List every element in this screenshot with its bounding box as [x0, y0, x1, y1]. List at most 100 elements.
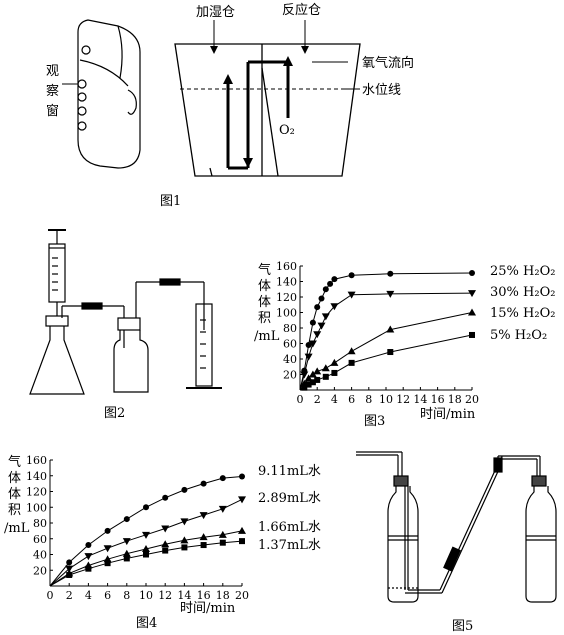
- oxygen-flow-label: 氧气流向: [362, 55, 414, 71]
- fig4-ytick-label: 80: [33, 517, 47, 530]
- fig4-series-4-point: [85, 565, 92, 572]
- fig3-series-4-point: [387, 349, 394, 356]
- fig4-legend-4: 1.37mL水: [258, 538, 321, 553]
- fig3-legend-3: 15% H₂O₂: [490, 306, 555, 321]
- fig3-series-3-point: [321, 364, 330, 372]
- fig3-series-2-point: [321, 313, 330, 321]
- o2-arrow-up-left: [223, 74, 233, 84]
- fig4-series-1-point: [66, 559, 73, 566]
- fig3-ylabel-3: 体: [258, 295, 271, 310]
- fig3-series-2-point: [468, 290, 476, 298]
- fig3-series-2-point: [313, 331, 322, 339]
- tube-clamp-2: [493, 457, 503, 473]
- fig4-xtick-label: 0: [47, 589, 54, 602]
- fig4-series-4-point: [162, 547, 169, 554]
- reactor-tank: [174, 43, 361, 177]
- fig3-xtick-label: 16: [431, 393, 445, 406]
- fig3-series-2-point: [330, 303, 339, 311]
- figure2: [29, 229, 222, 395]
- fig3-series-2-point: [308, 340, 317, 348]
- fig3-ytick-label: 60: [283, 338, 297, 351]
- wash-bottle: [113, 281, 205, 393]
- fig3-series-3-point: [468, 308, 476, 316]
- fig3-series-2-point: [300, 371, 309, 379]
- fig3-series-1-point: [348, 272, 355, 279]
- figure4-caption: 图4: [136, 616, 157, 631]
- fig4-series-1-point: [123, 516, 130, 523]
- fig3-xtick-label: 0: [297, 393, 304, 406]
- fig4-series-2-point: [199, 512, 208, 520]
- fig4-series-2-point: [238, 496, 246, 504]
- fig4-series-1-point: [162, 494, 169, 501]
- fig3-xtick-label: 6: [348, 393, 355, 406]
- fig3-series-line-4: [299, 334, 473, 391]
- fig3-legend-1: 25% H₂O₂: [490, 264, 555, 279]
- fig3-series-4-point: [305, 381, 312, 388]
- fig4-legend-3: 1.66mL水: [258, 520, 321, 535]
- fig4-xtick-label: 20: [235, 589, 249, 602]
- fig3-xtick-label: 10: [379, 393, 393, 406]
- right-bottle: [525, 475, 557, 603]
- fig3-series-1-point: [314, 304, 321, 311]
- fig4-ylabel-4: 积: [8, 503, 21, 518]
- fig3-ytick-label: 120: [276, 291, 297, 304]
- fig3-legend-2: 30% H₂O₂: [490, 285, 555, 300]
- fig3-ytick-label: 40: [283, 353, 297, 366]
- fig3-series-4-point: [314, 376, 321, 383]
- fig4-series-1-point: [219, 475, 226, 482]
- fig3-series-2-point: [317, 322, 326, 330]
- fig4-series-4-point: [143, 551, 149, 558]
- fig4-series-4-point: [239, 538, 245, 545]
- connecting-tube: [405, 455, 541, 594]
- fig4-series-3-point: [142, 544, 150, 552]
- window-label-1: 观: [46, 64, 59, 79]
- fig4-xtick-label: 14: [177, 589, 191, 602]
- figure3-caption: 图3: [364, 414, 385, 429]
- fig4-ylabel-1: 气: [8, 454, 21, 470]
- fig4-series-2-point: [161, 525, 170, 533]
- fig3-xtick-label: 4: [331, 393, 338, 406]
- fig3-series-3-point: [308, 370, 317, 378]
- fig4-xtick-label: 16: [197, 589, 211, 602]
- fig4-series-4-point: [104, 560, 111, 567]
- fig4-series-4-point: [123, 555, 130, 562]
- fig3-series-3-point: [313, 367, 322, 375]
- fig4-xtick-label: 4: [85, 589, 92, 602]
- fig4-series-line-3: [49, 530, 243, 587]
- figure5-caption: 图5: [452, 619, 473, 634]
- fig3-series-1-point: [387, 270, 394, 277]
- humidifier-bottle: [77, 19, 141, 169]
- fig4-series-2-point: [180, 518, 189, 526]
- window-label-2: 察: [46, 84, 59, 99]
- oxygen-path: [226, 60, 290, 170]
- graduated-cylinder: [186, 303, 222, 389]
- fig3-series-4-point: [322, 373, 329, 380]
- fig4-ytick-label: 160: [26, 454, 47, 467]
- fig3-series-4-point: [348, 359, 355, 366]
- fig4-series-line-2: [49, 498, 243, 587]
- water-line-label: 水位线: [362, 83, 401, 98]
- fig4-ylabel-3: 体: [8, 487, 21, 502]
- fig4-series-3-point: [122, 549, 131, 557]
- fig4-series-2-point: [122, 538, 131, 546]
- fig3-series-1-point: [322, 286, 329, 293]
- fig3-series-3-point: [347, 347, 356, 355]
- fig4-series-2-point: [218, 505, 227, 513]
- tube-connector-2: [159, 278, 181, 286]
- fig3-legend-4: 5% H₂O₂: [490, 328, 547, 343]
- figure1: 观 察 窗 加湿仓 反应仓 O₂ 氧气流向 水位线 图1: [46, 2, 414, 209]
- reaction-label: 反应仓: [282, 2, 321, 18]
- o2-label: O₂: [279, 123, 295, 138]
- fig4-series-1-point: [104, 527, 111, 534]
- fig3-xtick-label: 12: [396, 393, 410, 406]
- fig3-ytick-label: 20: [283, 369, 297, 382]
- fig4-series-4-point: [200, 542, 207, 549]
- conical-flask: [29, 305, 124, 395]
- fig3-ytick-label: 160: [276, 260, 297, 273]
- figure5: [356, 451, 557, 603]
- fig4-ytick-label: 100: [26, 501, 47, 514]
- fig4-xtick-label: 12: [158, 589, 172, 602]
- fig3-series-line-1: [299, 272, 473, 391]
